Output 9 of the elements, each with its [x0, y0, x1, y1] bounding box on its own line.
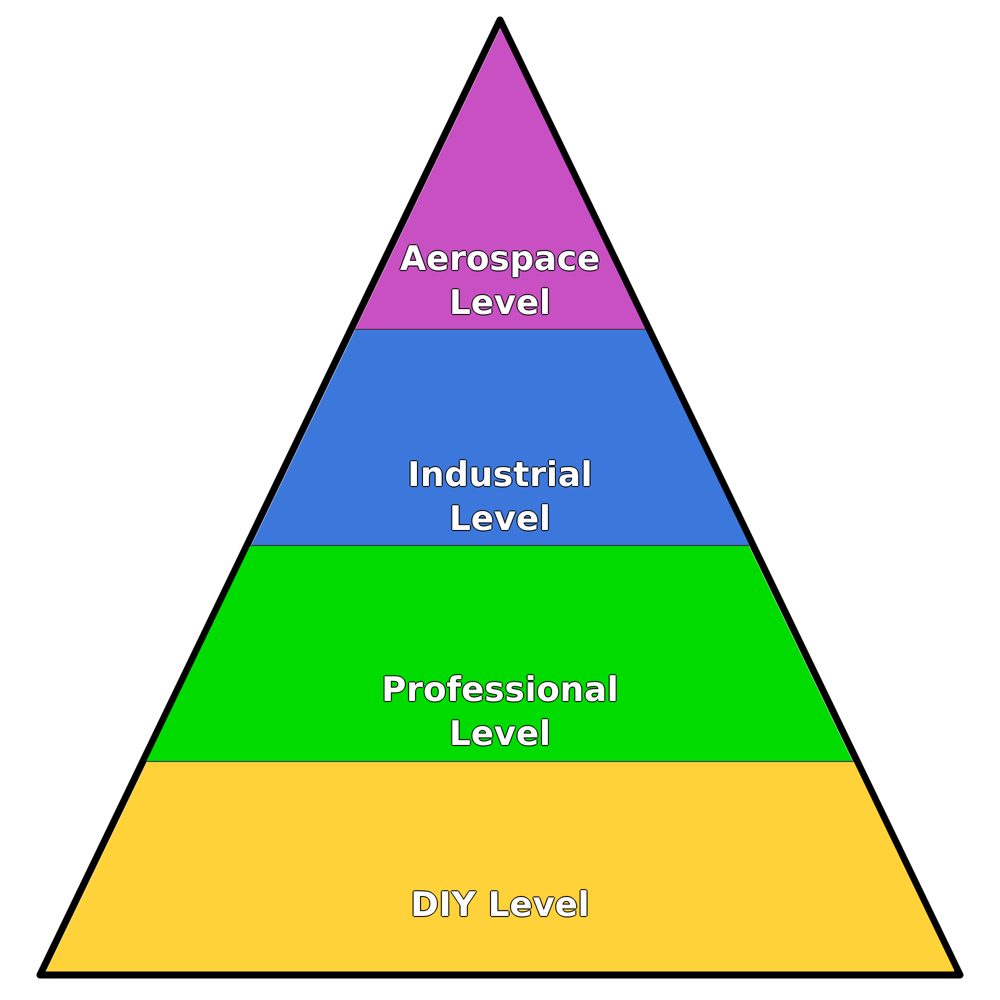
pyramid-tier: [146, 546, 854, 762]
tier-label: DIY Level: [410, 884, 590, 927]
pyramid-outline: [34, 14, 966, 981]
pyramid-tier: [46, 762, 954, 972]
tier-label: Aerospace Level: [398, 238, 602, 325]
tier-label: Industrial Level: [406, 454, 594, 541]
pyramid-tier: [250, 330, 750, 546]
pyramid-tier: [354, 28, 646, 330]
tier-label: Professional Level: [380, 669, 620, 756]
